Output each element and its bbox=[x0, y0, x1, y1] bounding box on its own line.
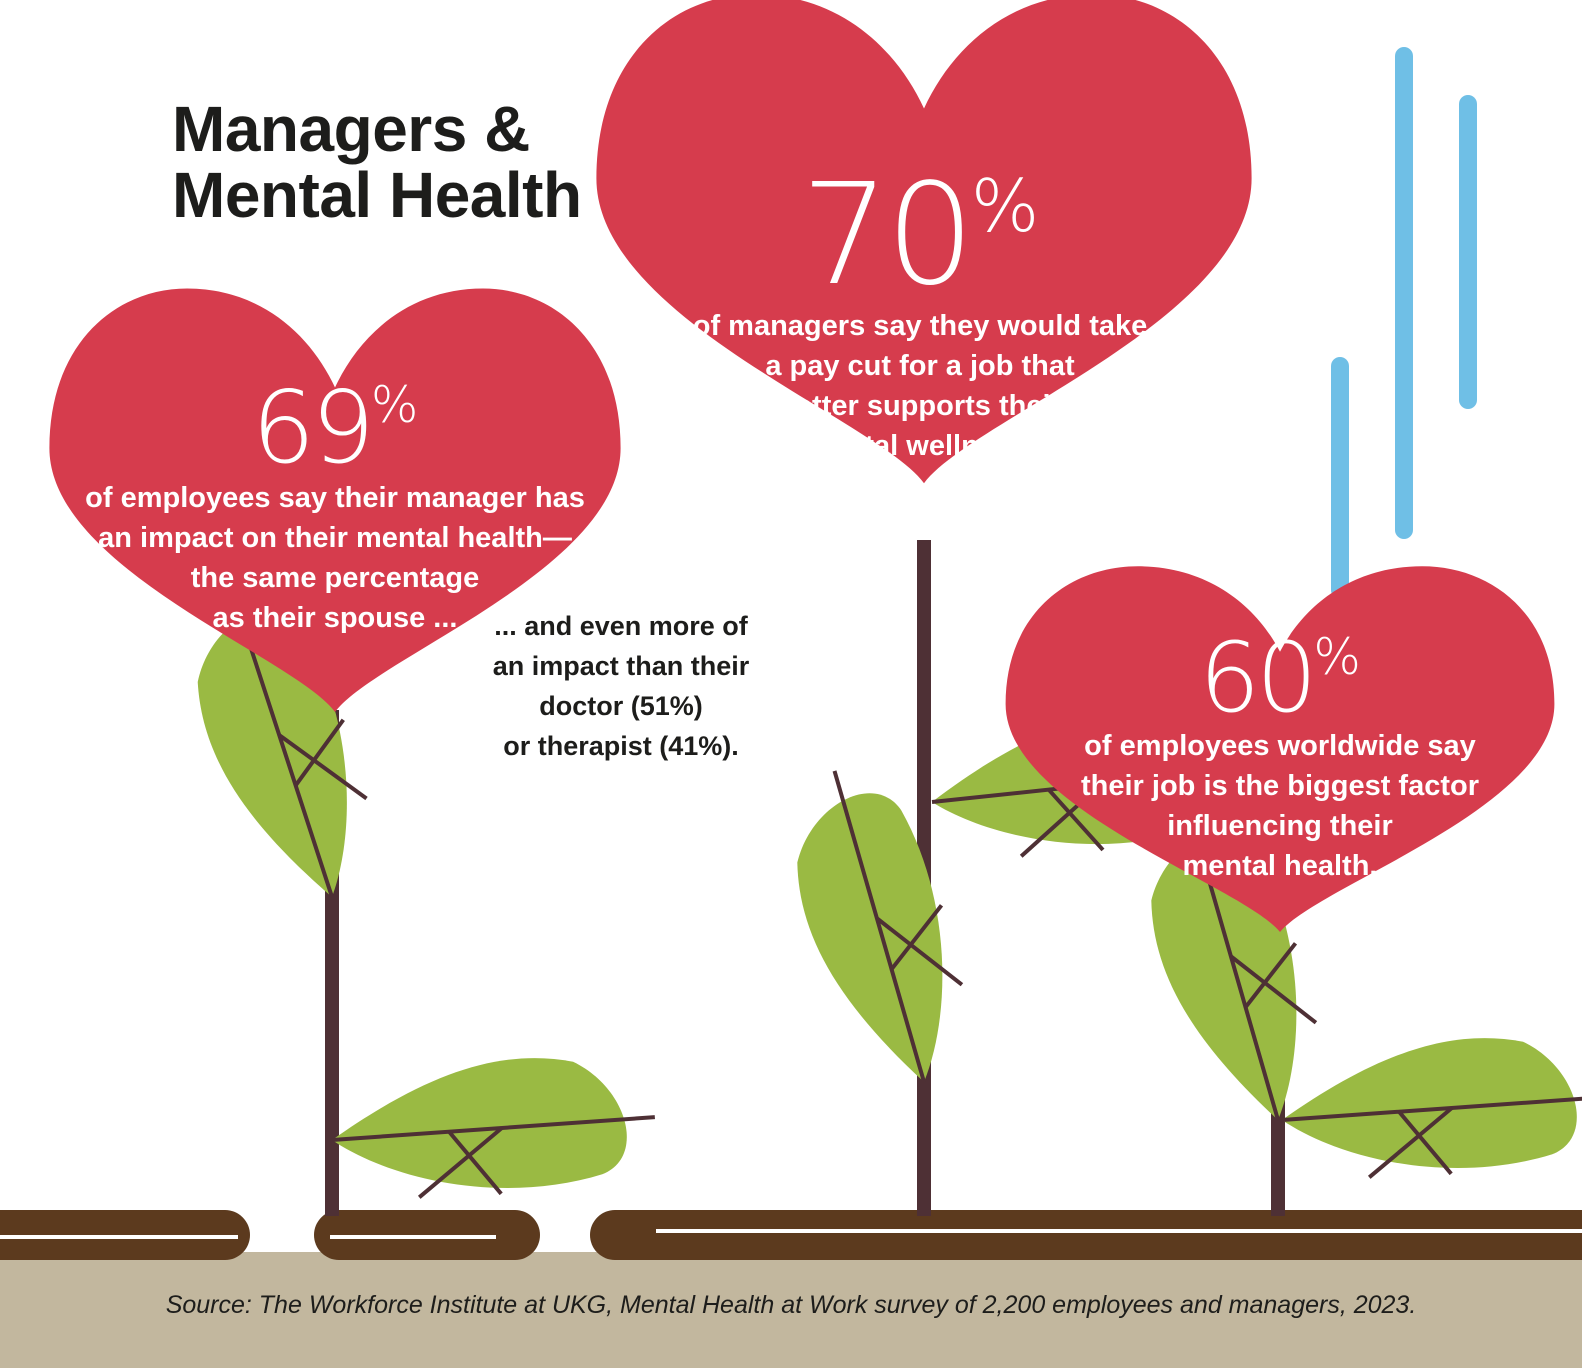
stat-block: 60% of employees worldwide say their job… bbox=[1040, 630, 1520, 886]
aside-line: ... and even more of bbox=[494, 611, 748, 641]
title-line: Managers & bbox=[172, 93, 530, 165]
soil-bar bbox=[590, 1210, 1582, 1260]
aside-line: or therapist (41%). bbox=[503, 731, 739, 761]
stat-block: 69% of employees say their manager has a… bbox=[70, 378, 600, 638]
caption-line: influencing their bbox=[1167, 810, 1393, 842]
ground-band bbox=[0, 1252, 1582, 1368]
percent-sign: % bbox=[1313, 628, 1361, 686]
stat-value: 69 bbox=[251, 369, 375, 486]
caption-line: their job is the biggest factor bbox=[1081, 770, 1479, 802]
caption-line: mental health. bbox=[1182, 850, 1378, 882]
rain bbox=[1331, 47, 1477, 599]
aside-note: ... and even more of an impact than thei… bbox=[462, 606, 780, 766]
percent-sign: % bbox=[970, 164, 1040, 248]
stat-caption: of managers say they would take a pay cu… bbox=[630, 306, 1210, 466]
caption-line: a pay cut for a job that bbox=[765, 350, 1075, 382]
caption-line: of employees say their manager has bbox=[85, 482, 585, 514]
caption-line: of employees worldwide say bbox=[1084, 730, 1476, 762]
stat-percentage: 70% bbox=[630, 166, 1210, 306]
caption-line: better supports their bbox=[778, 390, 1062, 422]
caption-line: the same percentage bbox=[190, 562, 480, 594]
aside-line: doctor (51%) bbox=[539, 691, 703, 721]
caption-line: of managers say they would take bbox=[692, 310, 1148, 342]
stat-percentage: 69% bbox=[70, 378, 600, 478]
soil bbox=[0, 1210, 1582, 1260]
stat-caption: of employees say their manager has an im… bbox=[70, 478, 600, 638]
caption-line: mental wellness. bbox=[804, 430, 1036, 462]
source-citation: Source: The Workforce Institute at UKG, … bbox=[165, 1291, 1417, 1319]
aside-line: an impact than their bbox=[492, 651, 750, 681]
stat-percentage: 60% bbox=[1040, 630, 1520, 726]
stat-caption: of employees worldwide say their job is … bbox=[1040, 726, 1520, 886]
stat-block: 70% of managers say they would take a pa… bbox=[630, 166, 1210, 466]
percent-sign: % bbox=[370, 376, 419, 434]
title-line: Mental Health bbox=[172, 159, 582, 231]
stat-value: 70 bbox=[800, 154, 975, 317]
ground bbox=[0, 1252, 1582, 1368]
caption-line: an impact on their mental health— bbox=[98, 522, 572, 554]
caption-line: as their spouse ... bbox=[212, 602, 458, 634]
stat-value: 60 bbox=[1199, 622, 1317, 734]
page-title: Managers & Mental Health bbox=[172, 96, 582, 228]
